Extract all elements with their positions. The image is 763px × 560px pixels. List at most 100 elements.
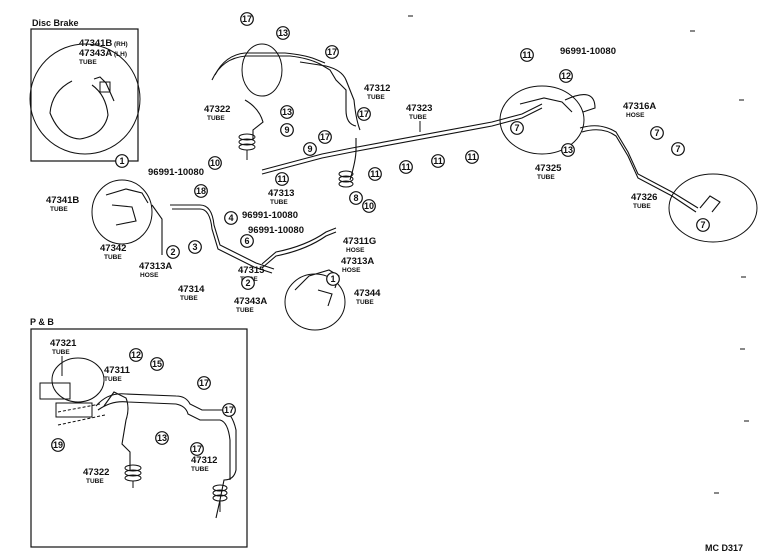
part-47344: 47344 [354,288,381,299]
svg-text:18: 18 [196,186,206,196]
callout-17: 17 [318,130,332,144]
tube-label: TUBE [207,115,225,122]
svg-text:9: 9 [284,125,289,135]
svg-text:11: 11 [401,162,411,172]
tube-label: TUBE [356,299,374,306]
part-47312-pb: 47312 [191,455,217,466]
svg-text:15: 15 [152,359,162,369]
tube-label: TUBE [236,307,254,314]
svg-text:9: 9 [307,144,312,154]
callout-8: 9 [280,123,294,137]
disc-brake-inset: Disc Brake 47341B (RH) 47343A (LH) TUBE [29,18,141,162]
pb-title: P & B [30,317,54,327]
svg-text:17: 17 [192,444,202,454]
callout-10: 11 [275,172,289,186]
part-47343a: 47343A [234,296,267,307]
svg-text:6: 6 [244,236,249,246]
tube-label: TUBE [79,59,97,66]
hose-label: HOSE [342,267,361,274]
callout-3: 3 [188,240,202,254]
svg-text:7: 7 [700,220,705,230]
callout-17: 17 [197,376,211,390]
svg-text:17: 17 [327,47,337,57]
part-47311: 47311 [104,365,131,376]
front-left-brake [91,179,275,274]
callout-17: 17 [357,107,371,121]
bolt-96991-c: 96991-10080 [148,167,204,178]
part-47326: 47326 [631,192,657,203]
callout-4: 7 [671,142,685,156]
callout-4: 4 [224,211,238,225]
svg-text:17: 17 [199,378,209,388]
part-47314: 47314 [178,284,205,295]
part-47312: 47312 [364,83,390,94]
part-47316a: 47316A [623,101,656,112]
part-47343a-lh: 47343A [79,48,112,59]
hose-label: HOSE [346,247,365,254]
callout-12: 13 [561,143,575,157]
bolt-96991-a: 96991-10080 [242,210,298,221]
callout-4: 7 [650,126,664,140]
svg-text:10: 10 [210,158,220,168]
svg-text:17: 17 [320,132,330,142]
callout-2: 2 [166,245,180,259]
svg-text:10: 10 [364,201,374,211]
callout-11: 12 [559,69,573,83]
tube-label: TUBE [367,94,385,101]
bolt-96991-d: 96991-10080 [560,46,616,57]
callout-6: 6 [240,234,254,248]
tube-label: TUBE [52,349,70,356]
part-47313a: 47313A [341,256,374,267]
hose-label: HOSE [140,272,159,279]
callout-4: 7 [696,218,710,232]
svg-text:19: 19 [53,440,63,450]
part-47322-pb: 47322 [83,467,109,478]
callout-17: 17 [325,45,339,59]
callout-13: 13 [155,431,169,445]
callout-9: 10 [208,156,222,170]
svg-text:11: 11 [522,50,532,60]
svg-text:13: 13 [278,28,288,38]
svg-text:17: 17 [359,109,369,119]
svg-text:2: 2 [245,278,250,288]
svg-text:7: 7 [675,144,680,154]
figure-code: MC D317 [705,543,743,553]
svg-text:17: 17 [242,14,252,24]
lh-tag: (LH) [114,51,127,58]
master-cylinder [211,43,361,160]
callout-2: 2 [241,276,255,290]
main-tube-47323 [261,103,543,188]
svg-text:17: 17 [224,405,234,415]
part-47313: 47313 [268,188,294,199]
part-47315: 47315 [238,265,265,276]
callout-8: 9 [303,142,317,156]
part-47311g: 47311G [343,236,376,247]
svg-text:7: 7 [654,128,659,138]
hose-label: HOSE [626,112,645,119]
svg-text:11: 11 [467,152,477,162]
callout-7: 8 [349,191,363,205]
callout-17: 17 [190,442,204,456]
tube-label: TUBE [537,174,555,181]
callout-10: 11 [368,167,382,181]
svg-text:12: 12 [131,350,141,360]
callout-18: 18 [194,184,208,198]
svg-text:12: 12 [561,71,571,81]
callout-9: 10 [362,199,376,213]
callout-13: 13 [280,105,294,119]
svg-text:4: 4 [228,213,233,223]
bolt-96991-b: 96991-10080 [248,225,304,236]
svg-text:11: 11 [433,156,443,166]
callout-13: 13 [276,26,290,40]
callout-1: 1 [115,154,129,168]
tube-label: TUBE [104,376,122,383]
callout-4: 7 [510,121,524,135]
rear-axle-right [499,85,758,243]
tube-label: TUBE [270,199,288,206]
tube-label: TUBE [86,478,104,485]
svg-text:3: 3 [192,242,197,252]
part-47322: 47322 [204,104,230,115]
callout-10: 11 [520,48,534,62]
margin-ticks [408,15,749,494]
